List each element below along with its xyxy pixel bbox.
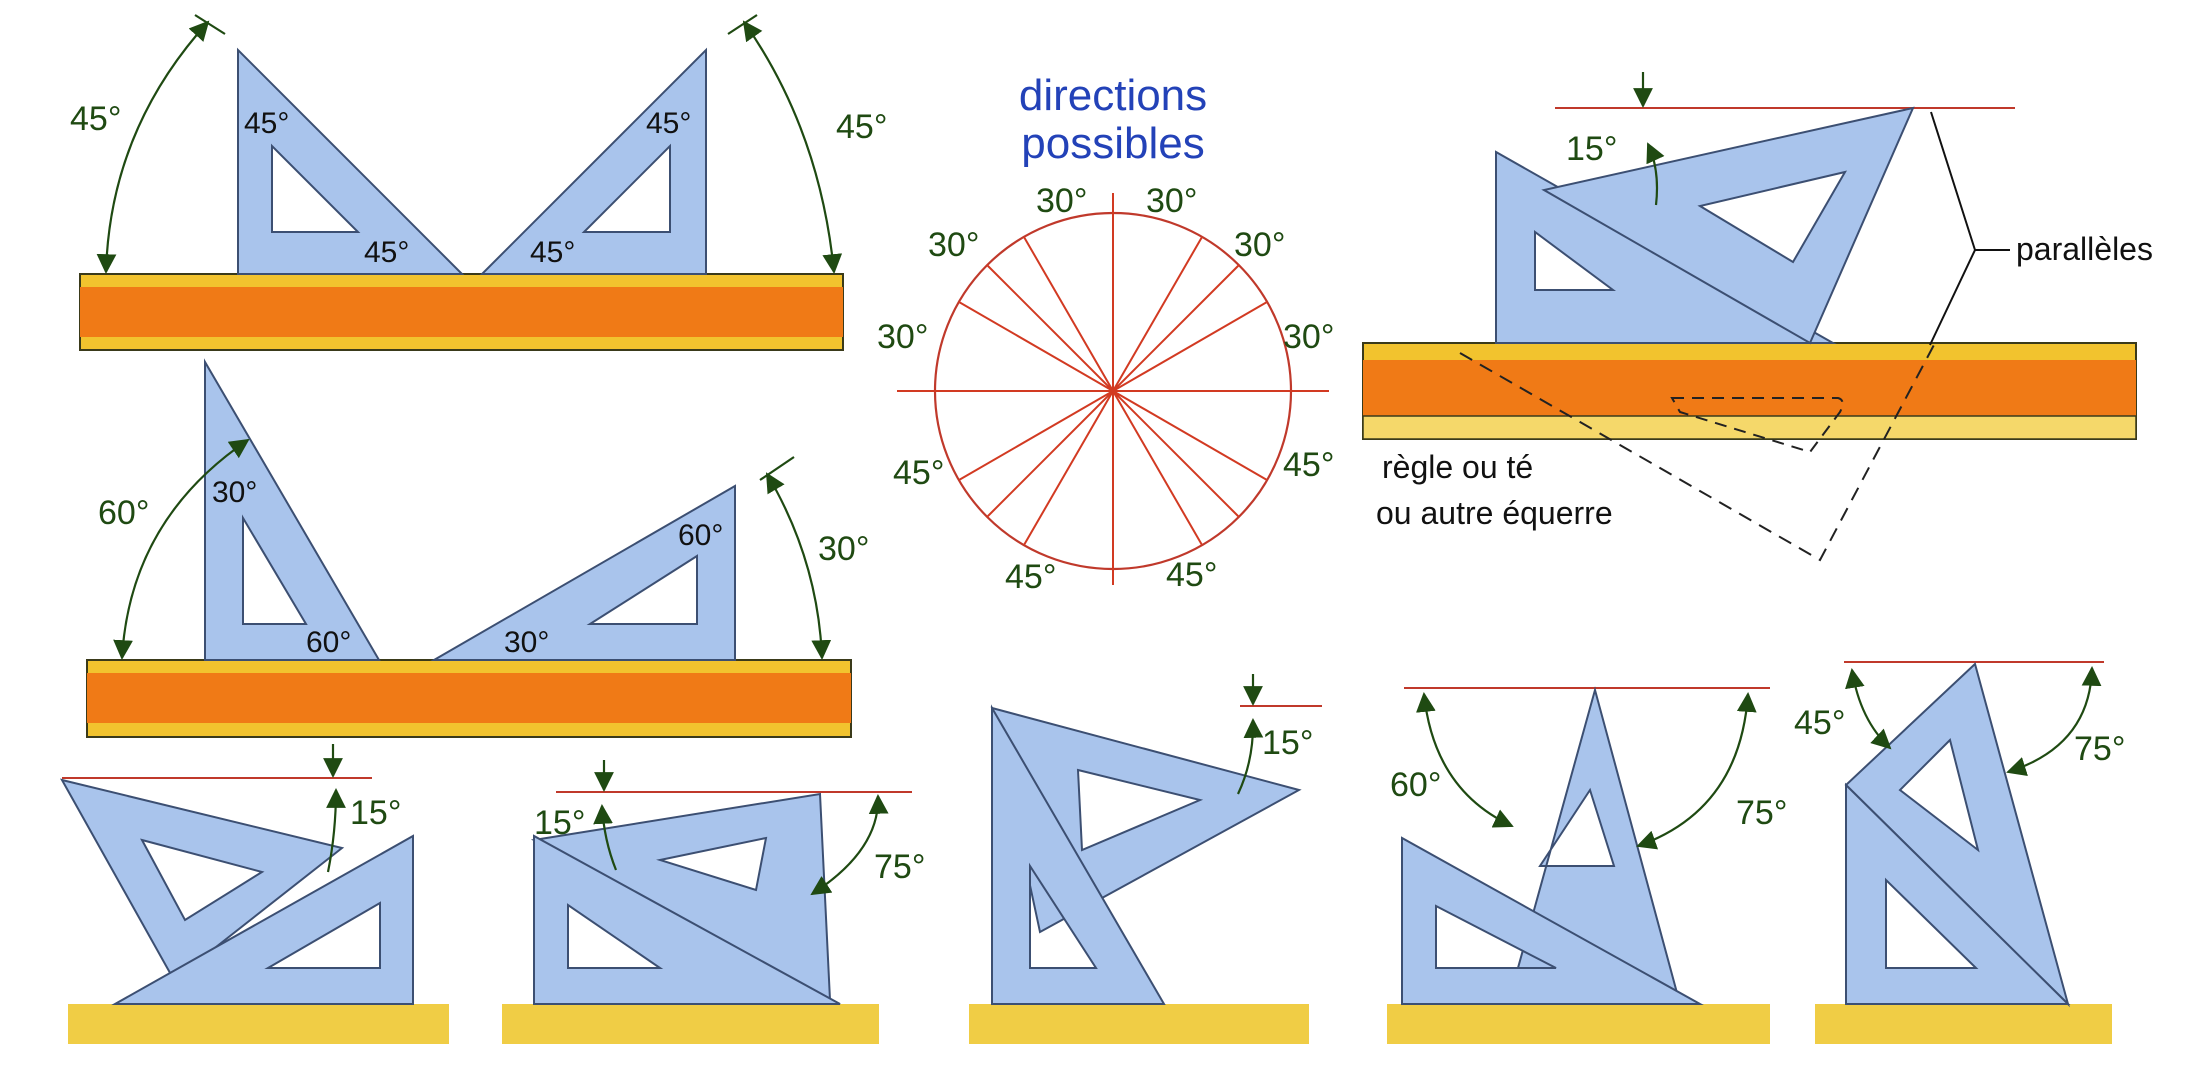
angle-arc-15 xyxy=(1646,142,1665,206)
label-45: 45° xyxy=(1794,704,1845,742)
label-45-left: 45° xyxy=(70,100,121,138)
set-square-base xyxy=(991,704,1166,1005)
parallel-leader xyxy=(1929,111,2010,346)
label-45-right: 45° xyxy=(1283,446,1334,484)
panel-parallels: 15° parallèles règle ou té ou autre éque… xyxy=(1362,72,2153,562)
panel-bottom-60-75: 60° 75° xyxy=(1387,686,1787,1044)
label-30-upper-right: 30° xyxy=(1234,226,1285,264)
label-30-top-right: 30° xyxy=(1146,182,1197,220)
base-strip xyxy=(68,1004,449,1044)
angle-arc-75 xyxy=(1636,692,1757,850)
panel-bottom-15-75: 15° 75° xyxy=(502,760,925,1044)
label-30-upper-left: 30° xyxy=(928,226,979,264)
panel-bottom-15-c: 15° xyxy=(969,674,1322,1044)
set-square-rotated xyxy=(1541,106,1915,345)
label-45-left-bottom: 45° xyxy=(364,236,409,269)
label-30-top-left: 30° xyxy=(1036,182,1087,220)
label-30-right: 30° xyxy=(1283,318,1334,356)
panel-45-degrees: 45° 45° 45° 45° 45° 45° xyxy=(70,14,887,351)
set-square-base xyxy=(1845,782,2071,1005)
angle-arc-30 xyxy=(765,472,832,660)
direction-rays xyxy=(897,193,1329,585)
dashed-set-square xyxy=(1459,342,1936,562)
label-30-outer: 30° xyxy=(818,530,869,568)
base-strip xyxy=(502,1004,879,1044)
panel-bottom-45-75: 45° 75° xyxy=(1794,661,2125,1044)
label-45-right: 45° xyxy=(836,108,887,146)
angle-arc-45-left xyxy=(96,20,210,274)
ruler-face xyxy=(87,673,851,723)
panel-bottom-15-a: 15° xyxy=(60,744,449,1044)
label-60: 60° xyxy=(1390,766,1441,804)
label-paralleles: parallèles xyxy=(2016,231,2153,267)
label-15: 15° xyxy=(1566,130,1617,168)
set-square-base xyxy=(533,834,841,1005)
label-45-left: 45° xyxy=(893,454,944,492)
angle-arc-60 xyxy=(113,438,250,660)
label-75: 75° xyxy=(2074,730,2125,768)
set-square-base xyxy=(111,834,414,1005)
title-possibles: possibles xyxy=(1021,119,1204,168)
label-75: 75° xyxy=(1736,794,1787,832)
ruler-scale xyxy=(1362,415,2137,440)
set-square-45-right xyxy=(479,47,707,275)
angle-arc-45 xyxy=(1845,668,1892,750)
label-45-left-top: 45° xyxy=(244,107,289,140)
angle-arc-75 xyxy=(810,794,889,896)
label-45-right-bottom: 45° xyxy=(530,236,575,269)
dashed-cutout xyxy=(1670,397,1844,454)
base-strip xyxy=(969,1004,1309,1044)
label-regle-line1: règle ou té xyxy=(1382,449,1533,485)
label-30-left: 30° xyxy=(877,318,928,356)
label-60-right-top: 60° xyxy=(678,519,723,552)
label-75: 75° xyxy=(874,848,925,886)
title-directions: directions xyxy=(1019,71,1207,120)
ray-135 xyxy=(986,264,1240,518)
label-30-left-top: 30° xyxy=(212,476,257,509)
set-square-tilted xyxy=(60,778,345,982)
angle-arc-15 xyxy=(593,804,618,871)
label-15: 15° xyxy=(1262,724,1313,762)
label-regle-line2: ou autre équerre xyxy=(1376,495,1613,531)
base-strip xyxy=(1387,1004,1770,1044)
angle-arc-75 xyxy=(2006,666,2102,777)
label-45-bottom-right: 45° xyxy=(1166,556,1217,594)
base-strip xyxy=(1815,1004,2112,1044)
panel-30-60-degrees: 60° 30° 30° 60° 60° 30° xyxy=(86,358,869,738)
label-45-bottom-left: 45° xyxy=(1005,558,1056,596)
set-square-30-right xyxy=(430,484,736,661)
angle-arc-60 xyxy=(1416,692,1514,828)
angle-arc-15 xyxy=(326,788,346,873)
label-30-right-bottom: 30° xyxy=(504,626,549,659)
label-60-left-bottom: 60° xyxy=(306,626,351,659)
angle-arc-45-right xyxy=(742,20,843,274)
panel-possible-directions: directions possibles 30° 30° 30° 30° 30°… xyxy=(877,71,1334,596)
label-60-outer: 60° xyxy=(98,494,149,532)
label-15: 15° xyxy=(534,804,585,842)
label-15: 15° xyxy=(350,794,401,832)
set-square-base xyxy=(1401,836,1704,1005)
ruler-face xyxy=(1363,360,2136,416)
ruler-face xyxy=(80,287,843,337)
set-square-60-left xyxy=(204,358,381,661)
angle-arc-15 xyxy=(1237,718,1264,795)
set-square-45-left xyxy=(237,47,465,275)
label-45-right-top: 45° xyxy=(646,107,691,140)
